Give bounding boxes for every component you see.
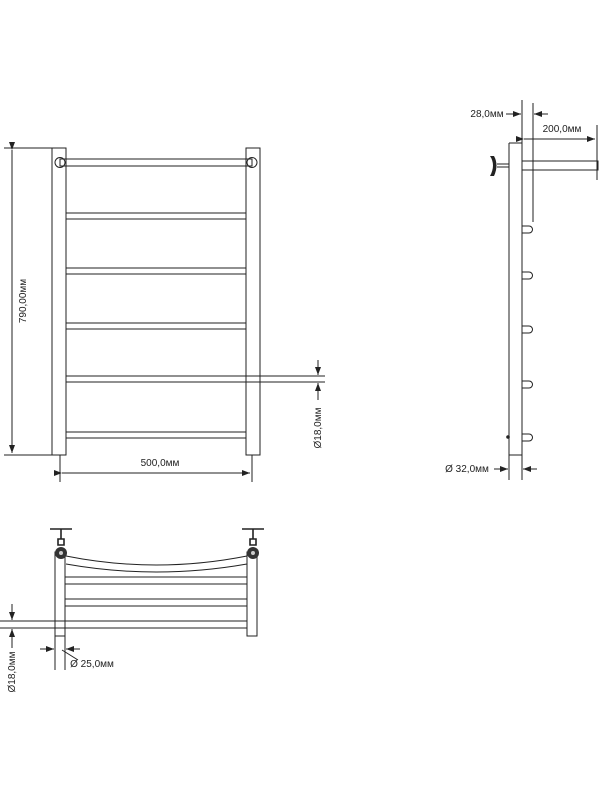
top-rungs — [0, 576, 247, 629]
wall-mount-knob — [490, 156, 497, 176]
rungs — [65, 212, 247, 439]
wall-gap-label: 28,0мм — [470, 109, 503, 120]
top-rung-diameter-label: Ø18,0мм — [7, 651, 18, 692]
right-post — [245, 147, 261, 456]
top-view: Ø18,0мм Ø 25,0мм — [0, 528, 264, 693]
height-dimension-label: 790,00мм — [18, 279, 29, 323]
depth-label: 200,0мм — [543, 124, 582, 135]
top-bar-side — [521, 160, 599, 171]
top-post-diameter-label: Ø 25,0мм — [70, 659, 114, 670]
right-wall-mount — [242, 528, 264, 559]
front-view: 790,00мм 500,0мм Ø18,0мм — [4, 142, 325, 482]
width-dimension-label: 500,0мм — [141, 458, 180, 469]
right-joint — [246, 157, 258, 168]
post-diameter-label: Ø 32,0мм — [445, 464, 489, 475]
left-post — [51, 147, 67, 456]
side-view: 28,0мм 200,0мм Ø 32,0мм — [445, 100, 599, 480]
top-bar — [59, 158, 253, 167]
hooks — [522, 225, 533, 442]
left-joint — [54, 157, 66, 168]
rung-diameter-label: Ø18,0мм — [313, 407, 324, 448]
left-wall-mount — [50, 528, 72, 559]
